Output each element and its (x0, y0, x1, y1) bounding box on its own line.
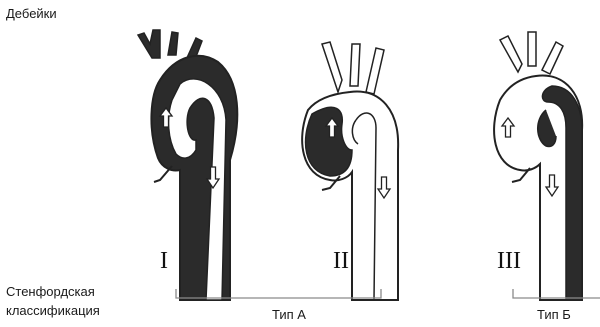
stanford-label-line1: Стенфордская (6, 284, 95, 299)
aorta-diagram-type-i (138, 30, 237, 300)
aorta-diagram-type-ii (302, 42, 398, 300)
numeral-i: I (160, 248, 168, 275)
numeral-ii: II (333, 248, 349, 275)
numeral-iii: III (497, 248, 521, 275)
type-b-label: Тип Б (537, 307, 571, 322)
type-a-label: Тип А (272, 307, 306, 322)
stanford-label-line2: классификация (6, 303, 100, 318)
